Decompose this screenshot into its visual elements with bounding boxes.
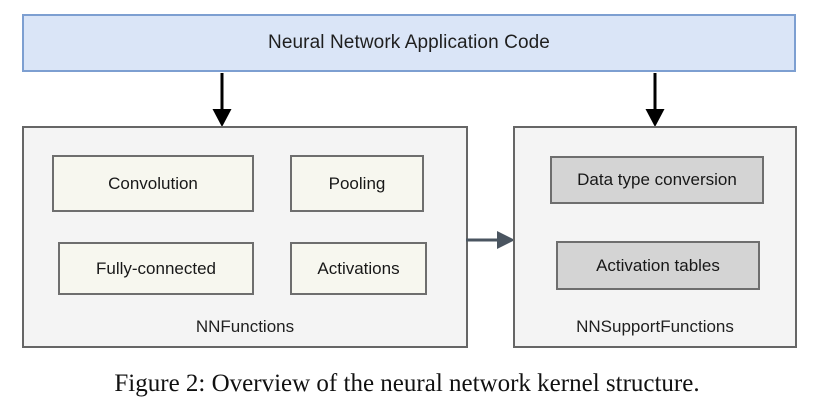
application-code-banner-label: Neural Network Application Code [268, 32, 550, 53]
node-fully-connected: Fully-connected [58, 242, 254, 295]
panel-nnsupportfunctions-caption: NNSupportFunctions [576, 317, 734, 336]
node-activations-label: Activations [317, 258, 400, 278]
arrow-down-icon-to-nnfunctions [209, 73, 235, 129]
panel-nnfunctions: Convolution Pooling Fully-connected Acti… [22, 126, 468, 348]
panel-nnfunctions-caption: NNFunctions [195, 317, 295, 336]
application-code-banner: Neural Network Application Code [22, 14, 796, 72]
arrow-right-icon-panel-connector [466, 228, 516, 252]
node-convolution: Convolution [52, 155, 254, 212]
node-activation-tables-label: Activation tables [596, 255, 720, 275]
node-activation-tables: Activation tables [556, 241, 760, 290]
node-fully-connected-label: Fully-connected [95, 258, 216, 278]
node-activations: Activations [290, 242, 427, 295]
node-data-type-conversion-label: Data type conversion [577, 170, 737, 189]
node-pooling-label: Pooling [328, 173, 386, 193]
node-data-type-conversion: Data type conversion [550, 156, 764, 204]
panel-nnsupportfunctions: Data type conversion Activation tables N… [513, 126, 797, 348]
node-convolution-label: Convolution [108, 173, 198, 193]
node-pooling: Pooling [290, 155, 424, 212]
figure-caption: Figure 2: Overview of the neural network… [114, 370, 700, 397]
arrow-down-icon-to-nnsupportfunctions [642, 73, 668, 129]
